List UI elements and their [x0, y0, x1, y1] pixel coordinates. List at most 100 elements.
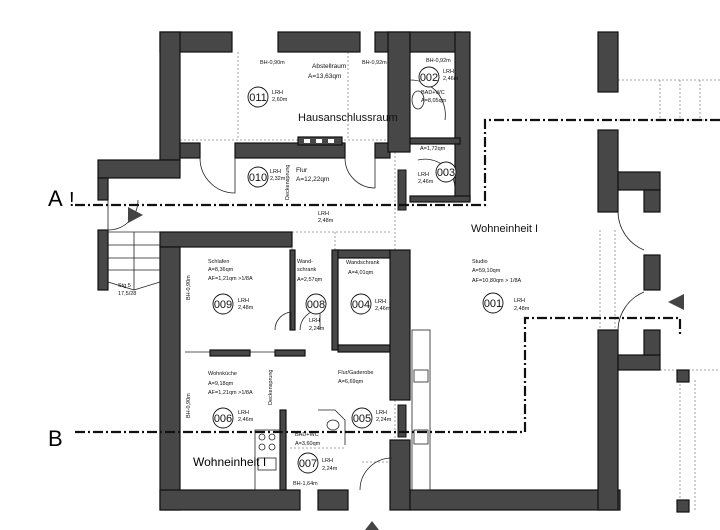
- room-number: 006: [214, 413, 232, 425]
- stairs-count: Stg 5: [118, 283, 131, 289]
- kitchen-counter: [411, 329, 431, 491]
- room-name-2: schrank: [297, 267, 317, 273]
- room-005: 005 Flur/Gaderobe A=6,69qm LRH 2,24m: [338, 370, 392, 429]
- room-area: A=3,60qm: [295, 441, 321, 447]
- room-area: A=8,36qm: [208, 267, 234, 273]
- door-swing: [344, 157, 376, 189]
- section-arrow-b: [668, 294, 684, 310]
- room-lrh-value: 2,46m: [443, 76, 459, 82]
- room-lrh: LRH: [272, 90, 283, 96]
- room-lrh-value: 2,60m: [272, 97, 288, 103]
- room-name: Wand-: [297, 259, 313, 265]
- section-line-b: [75, 316, 682, 434]
- room-number: 005: [353, 413, 371, 425]
- fixtures: [107, 90, 431, 491]
- room-lrh-value: 2,46m: [375, 306, 391, 312]
- room-lrh: LRH: [238, 298, 249, 304]
- section-label-a: A: [48, 186, 63, 211]
- door-swing: [199, 157, 236, 194]
- parapet-height: BH-0,92m: [362, 60, 387, 66]
- room-006: 006 Wohnküche A=9,18qm AF=1,21qm >1/8A L…: [208, 371, 254, 429]
- door-swing: [409, 79, 446, 121]
- section-line-a: [75, 118, 720, 207]
- room-name: BAD+WC: [421, 90, 445, 96]
- door-swing: [274, 311, 292, 331]
- room-lrh-value: 2,24m: [376, 417, 392, 423]
- parapet-height: BH-0,90m: [260, 60, 285, 66]
- room-number: 010: [249, 172, 267, 184]
- room-name: Flur/Gaderobe: [338, 370, 373, 376]
- room-area: A=59,10qm: [472, 268, 501, 274]
- room-name: Flur: [296, 167, 308, 174]
- room-name: Wohnküche: [208, 371, 237, 377]
- room-003: 003 A=1,72qm LRH 2,46m: [418, 146, 457, 185]
- vent-icon: [316, 139, 322, 143]
- room-name: Wandschrank: [346, 260, 380, 266]
- room-lrh-value: 2,48m: [514, 306, 530, 312]
- room-number: 003: [437, 167, 455, 179]
- room-lrh: LRH: [514, 298, 525, 304]
- room-area: A=13,63qm: [308, 73, 341, 80]
- section-label-b: B: [48, 426, 63, 451]
- ceiling-step-note: Deckensprung: [268, 370, 274, 405]
- room-af: AF=1,21qm >1/8A: [208, 276, 253, 282]
- room-004: 004 Wandschrank A=4,01qm LRH 2,46m: [346, 260, 391, 315]
- room-number: 001: [484, 298, 502, 310]
- room-name: Schlafen: [208, 259, 229, 265]
- room-lrh: LRH: [418, 172, 429, 178]
- room-007: 007 BAD+WC A=3,60qm LRH 2,24m: [295, 432, 338, 474]
- room-name: Studio: [472, 259, 488, 265]
- room-number: 009: [214, 299, 232, 311]
- room-area: A=6,69qm: [338, 379, 364, 385]
- room-af: AF=1,21qm >1/8A: [208, 390, 253, 396]
- labels: Hausanschlussraum Wohneinheit I Wohneinh…: [118, 58, 538, 487]
- room-af: AF=10,80qm > 1/8A: [472, 278, 522, 284]
- room-lrh: LRH: [322, 458, 333, 464]
- staircase: [107, 231, 161, 291]
- parapet-height: BH-0,92m: [426, 58, 451, 64]
- toilet-icon: [411, 90, 425, 110]
- room-number: 004: [352, 299, 370, 311]
- room-lrh: LRH: [270, 169, 281, 175]
- room-002: 002 BAD+WC A=8,05qm LRH 2,46m: [418, 66, 459, 104]
- room-008: 008 Wand- schrank A=2,57qm LRH 2,24m: [297, 259, 327, 332]
- room-lrh-value: 2,48m: [238, 305, 254, 311]
- room-lrh: LRH: [443, 69, 454, 75]
- parapet-height: BH-0,90m: [186, 275, 192, 300]
- room-number: 007: [299, 458, 317, 470]
- room-area: A=8,05qm: [421, 98, 447, 104]
- room-lrh-value: 2,46m: [418, 179, 434, 185]
- sink-icon: [257, 457, 277, 471]
- room-name: Abstellraum: [312, 63, 346, 70]
- corridor-lrh: LRH: [318, 211, 329, 217]
- room-lrh-value: 2,24m: [322, 466, 338, 472]
- door-swing: [617, 211, 645, 251]
- ceiling-step-note: Deckensprung: [285, 165, 291, 200]
- room-001: 001 Studio A=59,10qm AF=10,80qm > 1/8A L…: [472, 259, 530, 314]
- room-lrh: LRH: [238, 410, 249, 416]
- door-swing: [359, 457, 393, 491]
- room-lrh-value: 2,46m: [238, 417, 254, 423]
- parapet-height: BH-0,90m: [186, 393, 192, 418]
- room-area: A=1,72qm: [420, 146, 446, 152]
- label-wohneinheit: Wohneinheit I: [193, 455, 266, 469]
- stairs-ratio: 17,5/28: [118, 291, 136, 297]
- room-name: BAD+WC: [295, 432, 319, 438]
- room-area: A=9,18qm: [208, 381, 234, 387]
- room-number: 011: [249, 92, 267, 104]
- section-lines: A ! B: [48, 118, 720, 530]
- section-mark-a: !: [69, 189, 75, 211]
- vent-icon: [304, 139, 310, 143]
- walls: [97, 31, 690, 513]
- room-area: A=4,01qm: [348, 270, 374, 276]
- label-hausanschlussraum: Hausanschlussraum: [298, 112, 398, 124]
- room-number: 008: [307, 299, 325, 311]
- room-area: A=2,57qm: [297, 277, 323, 283]
- stove-icon: [258, 433, 266, 441]
- room-lrh-value: 2,32m: [270, 176, 286, 182]
- section-arrow-a: [128, 207, 143, 223]
- room-lrh: LRH: [376, 410, 387, 416]
- parapet-height: BH-1,64m: [293, 481, 318, 487]
- room-011: 011 Abstellraum A=13,63qm LRH 2,60m: [247, 63, 346, 108]
- door-swing: [617, 291, 645, 331]
